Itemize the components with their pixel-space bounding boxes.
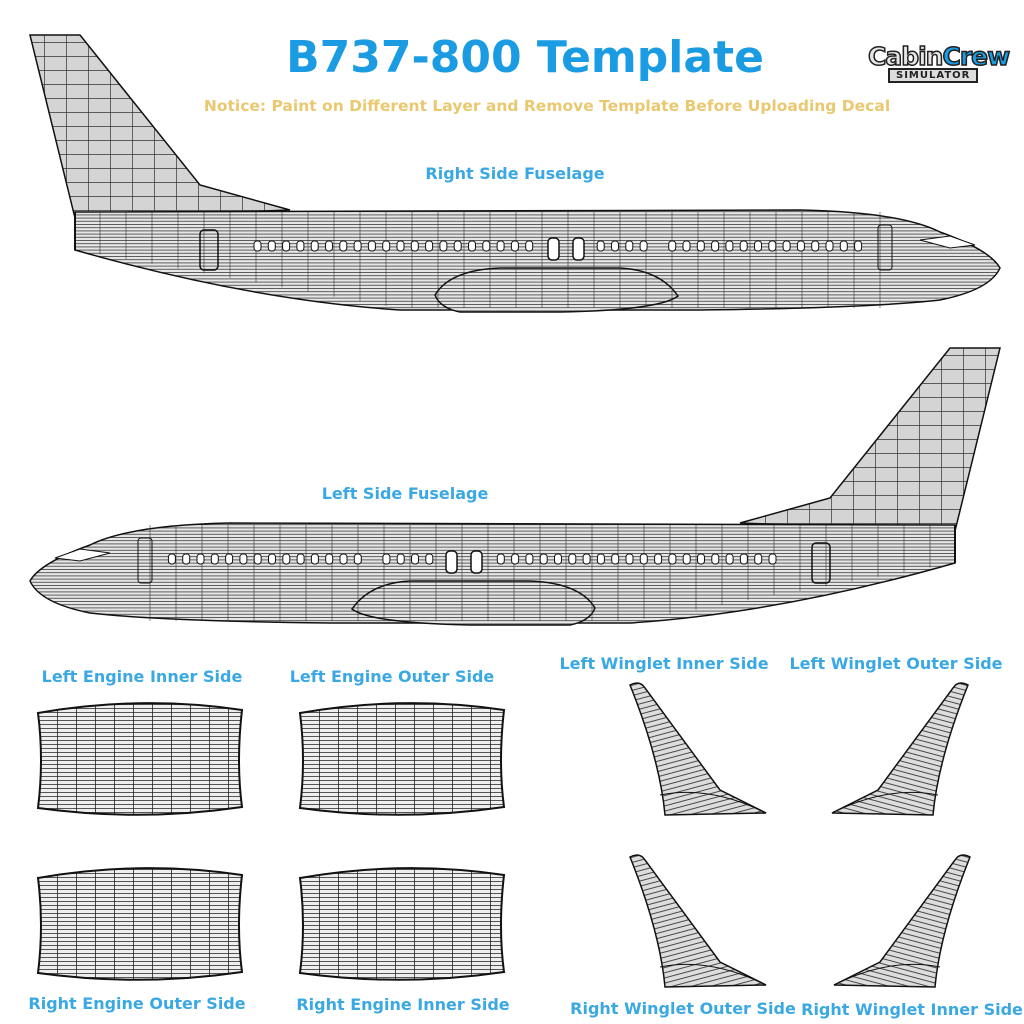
logo-wordmark: CabinCrew bbox=[867, 41, 1011, 72]
label-right-winglet-inner: Right Winglet Inner Side bbox=[801, 1000, 1023, 1019]
label-left-winglet-outer: Left Winglet Outer Side bbox=[789, 654, 1003, 673]
label-left-engine-inner: Left Engine Inner Side bbox=[41, 667, 243, 686]
page-title: B737-800 Template bbox=[286, 32, 764, 83]
left-engine-inner-side bbox=[37, 702, 243, 816]
label-right-winglet-outer: Right Winglet Outer Side bbox=[570, 999, 796, 1018]
label-right-engine-inner: Right Engine Inner Side bbox=[296, 995, 510, 1014]
right-engine-outer-side bbox=[37, 867, 243, 981]
left-engine-outer-side bbox=[299, 702, 505, 816]
label-right-side-fuselage: Right Side Fuselage bbox=[425, 164, 605, 183]
notice-text: Notice: Paint on Different Layer and Rem… bbox=[203, 97, 891, 115]
cabin-crew-simulator-logo: CabinCrew SIMULATOR bbox=[866, 10, 1020, 86]
label-left-winglet-inner: Left Winglet Inner Side bbox=[559, 654, 769, 673]
label-left-side-fuselage: Left Side Fuselage bbox=[321, 484, 489, 503]
left-winglet-inner-side bbox=[629, 682, 767, 816]
right-winglet-outer-side bbox=[629, 854, 767, 988]
right-winglet-inner-side bbox=[833, 854, 971, 988]
left-side-fuselage bbox=[29, 347, 1001, 626]
label-left-engine-outer: Left Engine Outer Side bbox=[289, 667, 495, 686]
left-winglet-outer-side bbox=[831, 682, 969, 816]
logo-subtitle: SIMULATOR bbox=[888, 68, 979, 83]
label-right-engine-outer: Right Engine Outer Side bbox=[28, 994, 246, 1013]
right-engine-inner-side bbox=[299, 867, 505, 981]
